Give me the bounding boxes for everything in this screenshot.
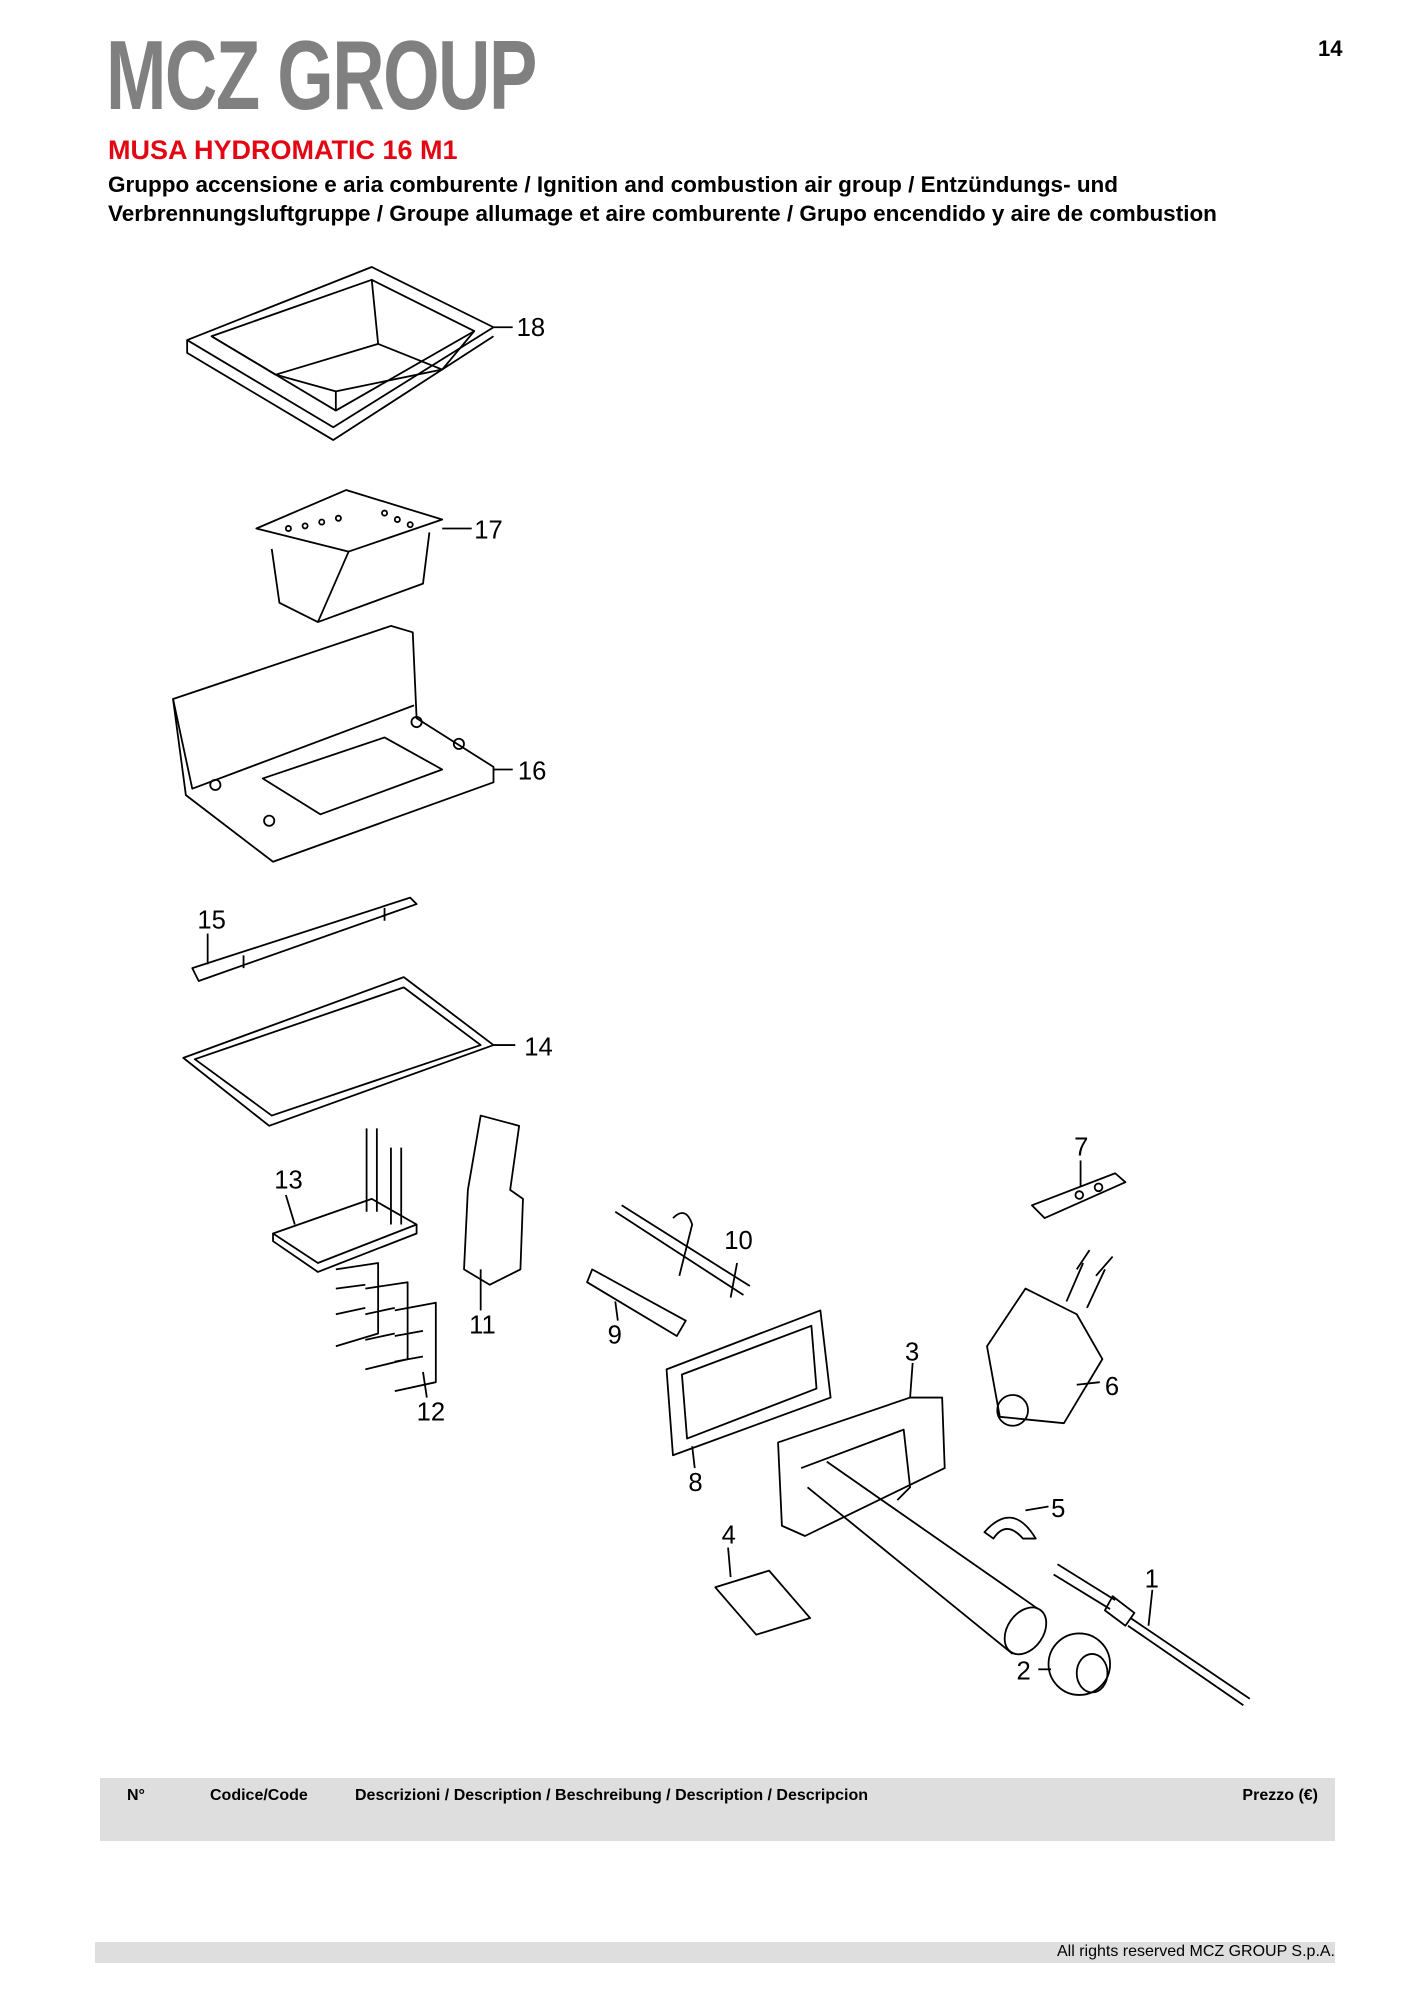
label-10: 10: [724, 1227, 753, 1255]
label-18: 18: [517, 314, 546, 342]
label-17: 17: [474, 517, 503, 545]
mcz-group-logo: MCZ GROUP: [106, 20, 537, 130]
part-10-pin: [614, 1204, 751, 1298]
label-16: 16: [518, 758, 547, 786]
label-7: 7: [1074, 1133, 1088, 1161]
label-1: 1: [1145, 1565, 1159, 1593]
part-5-clip: [983, 1505, 1049, 1540]
label-3: 3: [905, 1338, 919, 1366]
label-2: 2: [1016, 1658, 1030, 1686]
part-8-gasket: [665, 1309, 832, 1469]
part-13-grid: [272, 1128, 418, 1273]
column-number: N°: [127, 1787, 145, 1804]
footer-bar: All rights reserved MCZ GROUP S.p.A.: [95, 1942, 1335, 1963]
part-number-labels: 1 2 3 4 5 6 7 8 9 10 11 12 13 14 15 16 1…: [197, 314, 1159, 1685]
model-title: MUSA HYDROMATIC 16 M1: [108, 135, 458, 165]
part-11-resistance-support: [463, 1114, 524, 1311]
part-3-air-duct: [777, 1362, 1048, 1656]
label-12: 12: [417, 1399, 446, 1427]
column-price: Prezzo (€): [1242, 1787, 1318, 1804]
part-2-cap: [1038, 1632, 1111, 1696]
part-9-tube: [586, 1268, 687, 1337]
label-13: 13: [274, 1167, 303, 1195]
part-6-air-switch: [986, 1249, 1114, 1427]
label-9: 9: [608, 1322, 622, 1350]
part-18-tray: [186, 266, 513, 441]
part-4-bracket: [714, 1547, 812, 1636]
column-code: Codice/Code: [210, 1787, 308, 1804]
part-7-plate: [1030, 1160, 1127, 1220]
label-5: 5: [1051, 1495, 1065, 1523]
part-1-igniter: [1053, 1563, 1251, 1706]
label-15: 15: [197, 906, 226, 934]
label-4: 4: [722, 1522, 736, 1550]
copyright-text: All rights reserved MCZ GROUP S.p.A.: [1057, 1943, 1335, 1960]
label-14: 14: [524, 1033, 553, 1061]
part-17-burn-pot: [255, 489, 472, 623]
part-14-ash-tray: [182, 976, 516, 1127]
label-6: 6: [1105, 1373, 1119, 1401]
column-description: Descrizioni / Description / Beschreibung…: [355, 1787, 869, 1804]
parts-table-header: N° Codice/Code Descrizioni / Description…: [100, 1778, 1335, 1841]
label-11: 11: [469, 1311, 496, 1339]
part-12-clips: [335, 1262, 437, 1398]
part-16-plate: [172, 625, 513, 863]
part-15-bracket: [191, 896, 418, 982]
page-number: 14: [1318, 36, 1343, 61]
section-subtitle: Gruppo accensione e aria comburente / Ig…: [108, 172, 1217, 226]
label-8: 8: [688, 1469, 702, 1497]
